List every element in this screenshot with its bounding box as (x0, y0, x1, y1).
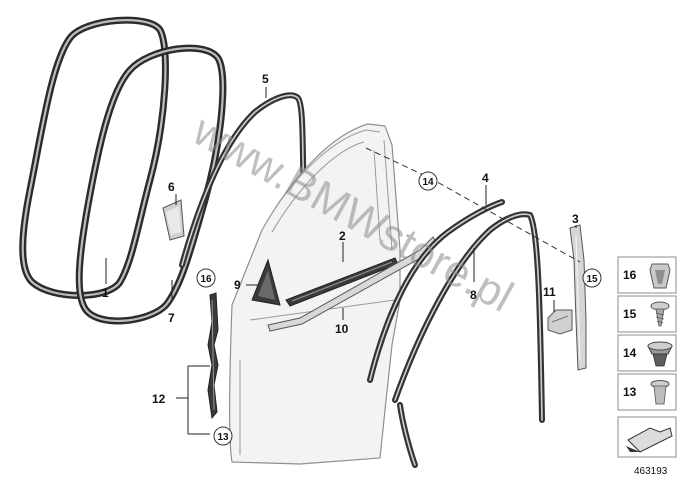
callout-11: 11 (543, 285, 556, 299)
svg-text:16: 16 (623, 268, 637, 282)
clip-icon (649, 263, 671, 289)
callout-3: 3 (572, 212, 579, 226)
callout-6: 6 (168, 180, 175, 194)
callout-circle-14: 14 (418, 171, 438, 191)
svg-text:13: 13 (217, 432, 229, 443)
legend-row-14: 14 (617, 334, 677, 372)
legend-row-16: 16 (617, 256, 677, 294)
svg-text:15: 15 (623, 307, 637, 321)
callout-10: 10 (335, 322, 349, 336)
callout-5: 5 (262, 72, 269, 86)
callout-7: 7 (168, 311, 175, 325)
legend-row-15: 15 (617, 295, 677, 333)
pillar-trim-part-3 (569, 224, 587, 371)
svg-text:14: 14 (623, 346, 637, 360)
callout-circle-16: 16 (196, 268, 216, 288)
callouts: 1 2 3 4 5 6 7 8 9 10 11 12 13 14 15 16 (102, 72, 602, 446)
svg-text:16: 16 (200, 274, 212, 285)
reference-number: 463193 (634, 466, 668, 477)
window-guide-part-8 (392, 211, 545, 468)
triangle-cover-part-6 (162, 199, 185, 241)
callout-2: 2 (339, 229, 346, 243)
expanding-nut-icon (647, 341, 673, 367)
callout-9: 9 (234, 278, 241, 292)
svg-text:14: 14 (422, 177, 434, 188)
rivet-nut-icon (650, 380, 670, 405)
svg-text:15: 15 (586, 274, 598, 285)
svg-text:13: 13 (623, 385, 637, 399)
legend-row-13: 13 (617, 373, 677, 411)
callout-8: 8 (470, 288, 477, 302)
arrow-icon (626, 427, 673, 453)
screw-icon (650, 301, 670, 327)
window-channel-part-4 (367, 199, 505, 383)
callout-1: 1 (102, 286, 109, 300)
door-seal-part-1 (19, 16, 169, 299)
legend-panel: 16 15 14 (617, 256, 677, 477)
callout-circle-13: 13 (213, 426, 233, 446)
door-seal-part-7 (75, 44, 227, 325)
legend-arrow-box (617, 416, 677, 458)
callout-12: 12 (152, 392, 166, 406)
leader-lines (105, 87, 577, 435)
bracket-part-11 (547, 309, 573, 335)
mirror-triangle-part-9 (251, 258, 281, 306)
door-strip-part-12 (207, 292, 219, 420)
window-frame-seal-part-5 (179, 92, 307, 268)
callout-circle-15: 15 (582, 268, 602, 288)
callout-4: 4 (482, 171, 489, 185)
